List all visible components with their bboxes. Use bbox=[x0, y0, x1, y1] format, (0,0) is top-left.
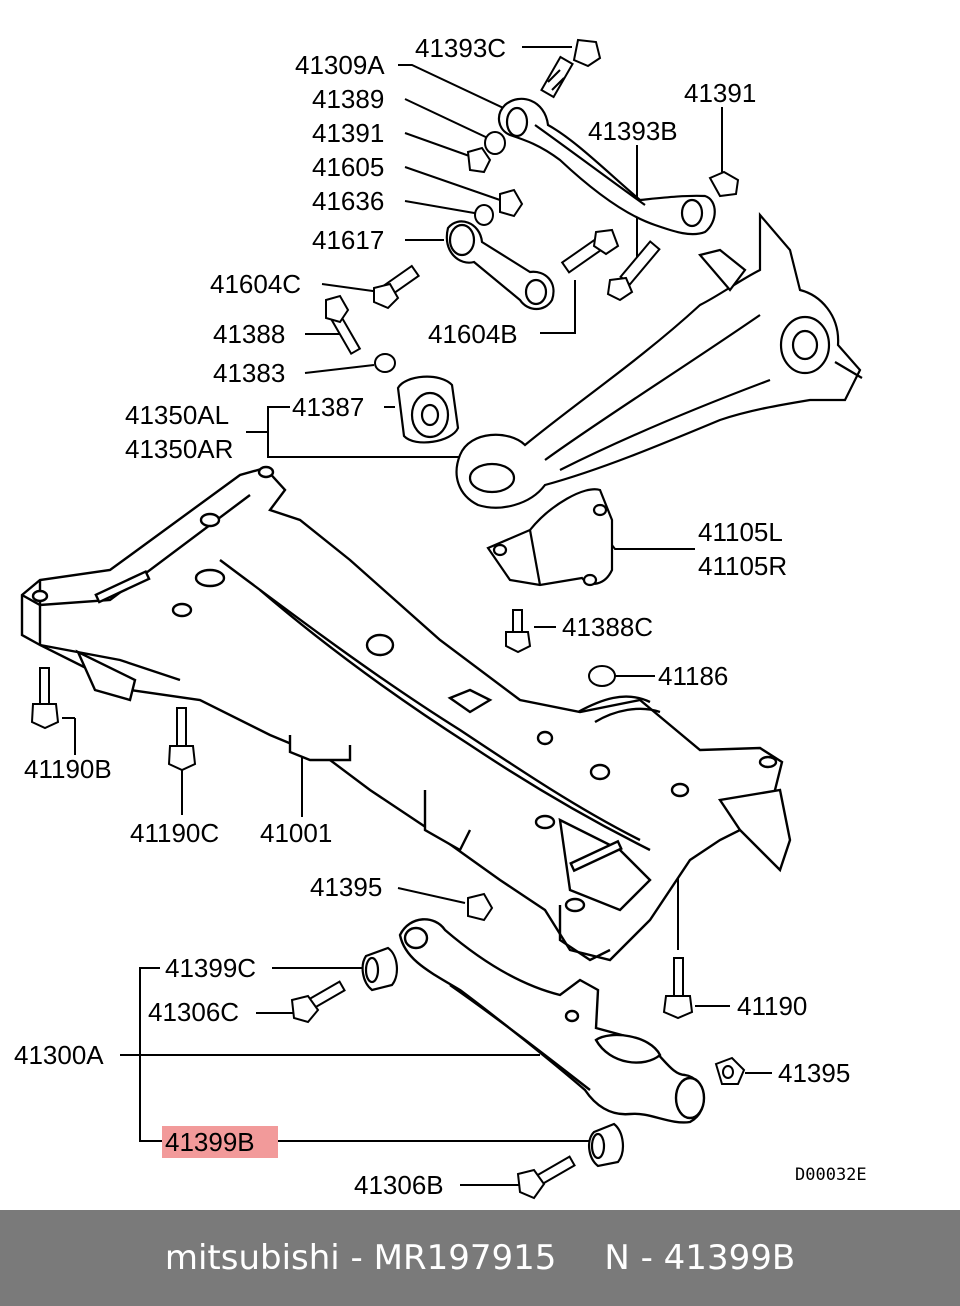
bolt-41306B bbox=[516, 1155, 576, 1200]
crossmember-41001 bbox=[20, 465, 792, 962]
bolt-41393B bbox=[606, 240, 661, 302]
bolt-41388 bbox=[325, 294, 362, 356]
label-41190C: 41190C bbox=[130, 818, 219, 848]
bolt-41306C bbox=[290, 980, 346, 1024]
label-41604B: 41604B bbox=[428, 319, 518, 349]
bolt-41393C bbox=[540, 38, 602, 99]
footer-brand-part: mitsubishi - MR197915 bbox=[164, 1238, 557, 1278]
bolt-41604C bbox=[373, 264, 421, 310]
label-41388C: 41388C bbox=[562, 612, 653, 642]
nut-41391-right bbox=[708, 170, 740, 198]
label-41300A: 41300A bbox=[14, 1040, 104, 1070]
label-41636: 41636 bbox=[312, 186, 384, 216]
bushing-41387 bbox=[396, 375, 460, 444]
label-41105L: 41105L bbox=[698, 517, 783, 547]
washer-41186 bbox=[588, 665, 616, 687]
diagram-code: D00032E bbox=[795, 1165, 867, 1185]
label-41399B: 41399B bbox=[165, 1127, 255, 1157]
bolt-41190B bbox=[30, 667, 60, 730]
nut-41395-upper bbox=[467, 892, 494, 922]
bracket-41105 bbox=[486, 488, 614, 587]
label-41186: 41186 bbox=[658, 661, 728, 691]
label-41604C: 41604C bbox=[210, 269, 301, 299]
washer-41389 bbox=[484, 131, 506, 155]
nut-41391-left bbox=[466, 146, 492, 174]
bushing-41399B bbox=[588, 1122, 624, 1168]
lower-arm-41300A bbox=[398, 918, 706, 1124]
label-41605: 41605 bbox=[312, 152, 384, 182]
label-41350AL: 41350AL bbox=[125, 400, 229, 430]
label-41395-upper: 41395 bbox=[310, 872, 382, 902]
link-41617 bbox=[445, 220, 555, 311]
label-41350AR: 41350AR bbox=[125, 434, 233, 464]
upper-arm-41309A bbox=[497, 97, 716, 236]
bushing-41399C bbox=[361, 946, 398, 992]
bolt-41190C bbox=[167, 707, 197, 772]
label-41393B: 41393B bbox=[588, 116, 678, 146]
washer-41636 bbox=[474, 204, 494, 226]
label-41399C: 41399C bbox=[165, 953, 256, 983]
label-41391-left: 41391 bbox=[312, 118, 384, 148]
label-41389: 41389 bbox=[312, 84, 384, 114]
label-41190: 41190 bbox=[737, 991, 807, 1021]
parts-diagram: 41393C 41309A 41389 41391 41605 41636 41… bbox=[14, 33, 867, 1200]
label-41001: 41001 bbox=[260, 818, 332, 848]
highlight-41399B bbox=[162, 1126, 278, 1158]
label-41190B: 41190B bbox=[24, 754, 112, 784]
bolt-41388C bbox=[505, 609, 532, 654]
trailing-arm-41350 bbox=[455, 212, 863, 509]
washer-41383 bbox=[374, 353, 396, 373]
label-41105R: 41105R bbox=[698, 551, 787, 581]
bolt-41190 bbox=[662, 957, 694, 1020]
label-41306B: 41306B bbox=[354, 1170, 444, 1200]
label-41309A: 41309A bbox=[295, 50, 385, 80]
footer-ref-number: N - 41399B bbox=[604, 1238, 796, 1278]
label-41391-right: 41391 bbox=[684, 78, 756, 108]
nut-41605 bbox=[499, 188, 524, 218]
bolt-41604B bbox=[560, 228, 620, 274]
label-41383: 41383 bbox=[213, 358, 285, 388]
label-41306C: 41306C bbox=[148, 997, 239, 1027]
label-41388: 41388 bbox=[213, 319, 285, 349]
label-41617: 41617 bbox=[312, 225, 384, 255]
label-41395-lower: 41395 bbox=[778, 1058, 850, 1088]
label-41387: 41387 bbox=[292, 392, 364, 422]
footer-bar: mitsubishi - MR197915 N - 41399B bbox=[0, 1210, 960, 1306]
label-41393C: 41393C bbox=[415, 33, 506, 63]
